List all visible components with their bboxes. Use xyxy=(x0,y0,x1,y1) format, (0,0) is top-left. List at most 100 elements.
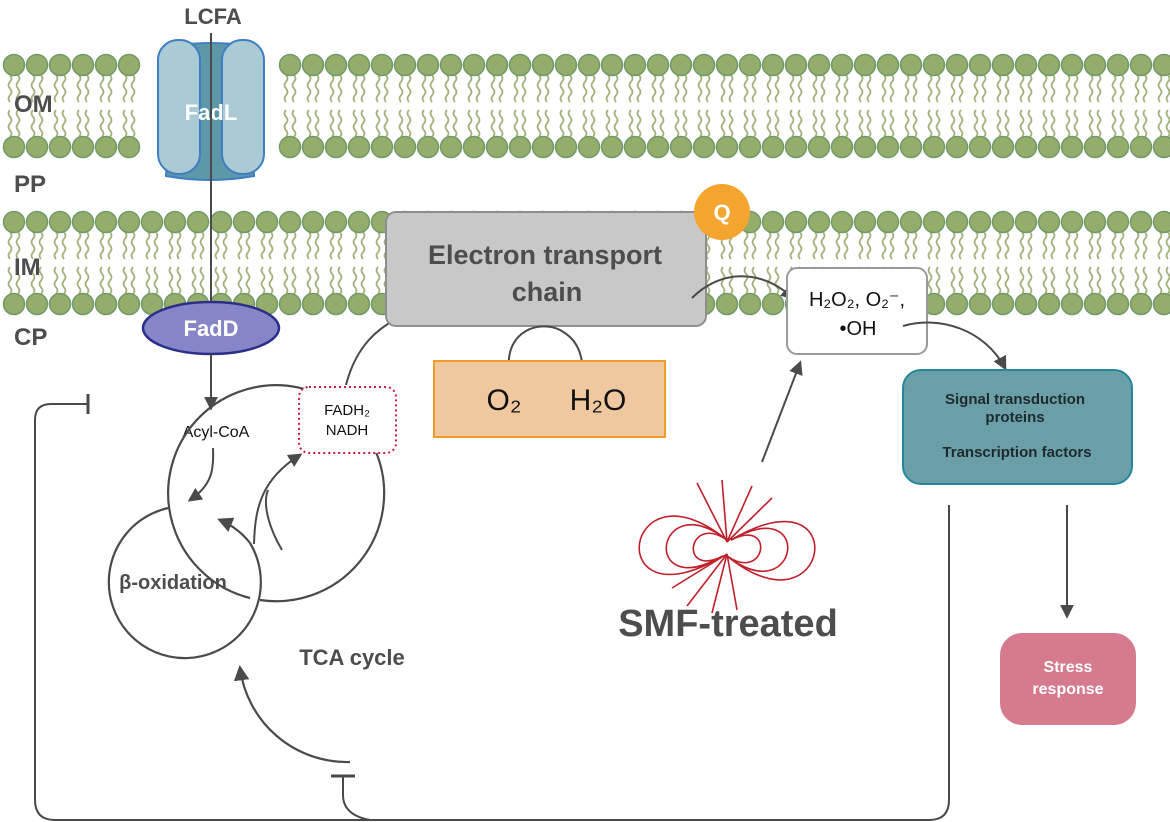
lipid-tail xyxy=(958,74,964,103)
lipid-tail xyxy=(130,74,136,103)
lipid-tail xyxy=(291,231,297,260)
lipid-head xyxy=(692,135,716,159)
lipid-tail xyxy=(904,74,910,103)
lipid-tail xyxy=(314,266,320,295)
lipid-head xyxy=(1037,53,1061,77)
lipid-head xyxy=(393,53,417,77)
lipid-tail xyxy=(1065,109,1071,138)
lipid-head xyxy=(600,53,624,77)
lipid-head xyxy=(1037,292,1061,316)
fadl-transporter: FadL xyxy=(157,39,265,181)
lipid-tail xyxy=(559,74,565,103)
lipid-head xyxy=(1106,135,1130,159)
lipid-head xyxy=(830,135,854,159)
lipid-tail xyxy=(1019,231,1025,260)
lipid-tail xyxy=(889,74,895,103)
lipid-tail xyxy=(1004,109,1010,138)
lipid-head xyxy=(2,53,26,77)
lipid-head xyxy=(71,292,95,316)
lipid-tail xyxy=(812,109,818,138)
lipid-head xyxy=(531,53,555,77)
lipid-tail xyxy=(1050,109,1056,138)
lipid-tail xyxy=(912,74,918,103)
lipid-tail xyxy=(1073,231,1079,260)
lipid-tail xyxy=(751,231,757,260)
lipid-head xyxy=(554,135,578,159)
lipid-head xyxy=(347,292,371,316)
lipid-head xyxy=(945,135,969,159)
lipid-tail xyxy=(1042,231,1048,260)
lipid-tail xyxy=(521,74,527,103)
lipid-tail xyxy=(1042,266,1048,295)
lipid-tail xyxy=(843,74,849,103)
lipid-tail xyxy=(820,74,826,103)
lipid-tail xyxy=(452,109,458,138)
lipid-tail xyxy=(674,109,680,138)
lipid-tail xyxy=(1096,231,1102,260)
lipid-tail xyxy=(743,74,749,103)
lipid-tail xyxy=(1027,266,1033,295)
lipid-head xyxy=(876,53,900,77)
lipid-head xyxy=(1037,210,1061,234)
lipid-tail xyxy=(76,74,82,103)
lipid-tail xyxy=(950,109,956,138)
lipid-tail xyxy=(444,74,450,103)
lipid-tail xyxy=(475,109,481,138)
electron-transport-chain: Electron transport chain xyxy=(385,211,707,327)
lipid-tail xyxy=(122,231,128,260)
lipid-tail xyxy=(260,266,266,295)
lipid-head xyxy=(416,53,440,77)
lipid-tail xyxy=(513,109,519,138)
lipid-head xyxy=(784,135,808,159)
field-line xyxy=(726,497,773,543)
lipid-head xyxy=(830,53,854,77)
lipid-head xyxy=(370,53,394,77)
lipid-tail xyxy=(728,109,734,138)
lipid-head xyxy=(117,135,141,159)
lipid-head xyxy=(738,135,762,159)
lipid-tail xyxy=(536,74,542,103)
lipid-head xyxy=(830,210,854,234)
lipid-tail xyxy=(168,231,174,260)
lipid-tail xyxy=(245,231,251,260)
lipid-tail xyxy=(559,109,565,138)
lipid-head xyxy=(117,210,141,234)
lipid-tail xyxy=(889,109,895,138)
field-line xyxy=(671,553,728,589)
lipid-head xyxy=(922,210,946,234)
lipid-tail xyxy=(1165,231,1170,260)
signal-label-line3: Transcription factors xyxy=(942,444,1091,461)
lipid-tail xyxy=(1111,231,1117,260)
acylcoa-to-betaox-arrow xyxy=(187,447,215,502)
field-line xyxy=(692,532,728,562)
lipid-tail xyxy=(743,109,749,138)
lipid-tail xyxy=(383,109,389,138)
h2o-label: H₂O xyxy=(570,384,627,417)
lipid-tail xyxy=(329,74,335,103)
lipid-head xyxy=(25,53,49,77)
beta-oxidation-label: β-oxidation xyxy=(119,572,227,594)
lipid-tail xyxy=(84,266,90,295)
lipid-head xyxy=(899,210,923,234)
lipid-head xyxy=(301,135,325,159)
lipid-tail xyxy=(1142,266,1148,295)
acyl-coa-label: Acyl-CoA xyxy=(183,424,250,441)
lipid-tail xyxy=(38,266,44,295)
lipid-tail xyxy=(222,231,228,260)
lipid-head xyxy=(761,53,785,77)
lipid-tail xyxy=(544,74,550,103)
lipid-tail xyxy=(1165,74,1170,103)
fadd-label: FadD xyxy=(184,316,239,341)
lipid-head xyxy=(278,292,302,316)
lipid-tail xyxy=(789,231,795,260)
etc-label-line1: Electron transport xyxy=(428,240,662,270)
lipid-tail xyxy=(682,109,688,138)
lipid-tail xyxy=(61,266,67,295)
lipid-tail xyxy=(973,266,979,295)
lipid-head xyxy=(1060,210,1084,234)
lipid-head xyxy=(48,53,72,77)
lipid-tail xyxy=(1096,109,1102,138)
lipid-tail xyxy=(329,231,335,260)
lipid-tail xyxy=(950,74,956,103)
